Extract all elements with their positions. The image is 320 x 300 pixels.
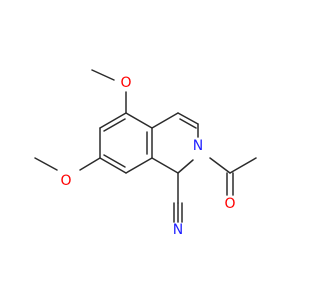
bond-c8-c7 xyxy=(99,157,127,174)
nitrogen-nitrile-label: N xyxy=(173,222,183,238)
oxygen-acetyl-label: O xyxy=(224,196,235,212)
bond-n2-acyl-c xyxy=(209,157,231,174)
bond-c7-o-left xyxy=(79,157,101,171)
bond-c8a-c8 xyxy=(125,157,153,174)
bond-c4a-c4 xyxy=(151,112,179,129)
structure-svg: O O O N N xyxy=(34,69,257,238)
atom-labels: O O O N N xyxy=(60,75,235,238)
molecule-diagram: O O O N N xyxy=(34,69,257,238)
bond-c1-c8a xyxy=(151,157,179,174)
bond-n2-c1 xyxy=(177,159,194,174)
bond-c4-c3-inner xyxy=(179,118,197,129)
oxygen-methoxy-top-label: O xyxy=(120,75,131,91)
bonds xyxy=(34,69,257,223)
bond-c8-c7-inner xyxy=(103,154,126,168)
bond-c6-c5 xyxy=(99,112,127,129)
bond-c4-c3 xyxy=(177,112,199,125)
bond-o-left-methyl xyxy=(34,157,58,171)
oxygen-methoxy-left-label: O xyxy=(60,173,71,189)
bond-c6-c5-inner xyxy=(103,118,126,132)
nitrogen-ring-label: N xyxy=(193,138,203,154)
bond-acyl-c-methyl xyxy=(229,157,257,174)
bond-c5-c4a xyxy=(125,112,153,129)
bond-methyl-o-top xyxy=(91,69,115,81)
